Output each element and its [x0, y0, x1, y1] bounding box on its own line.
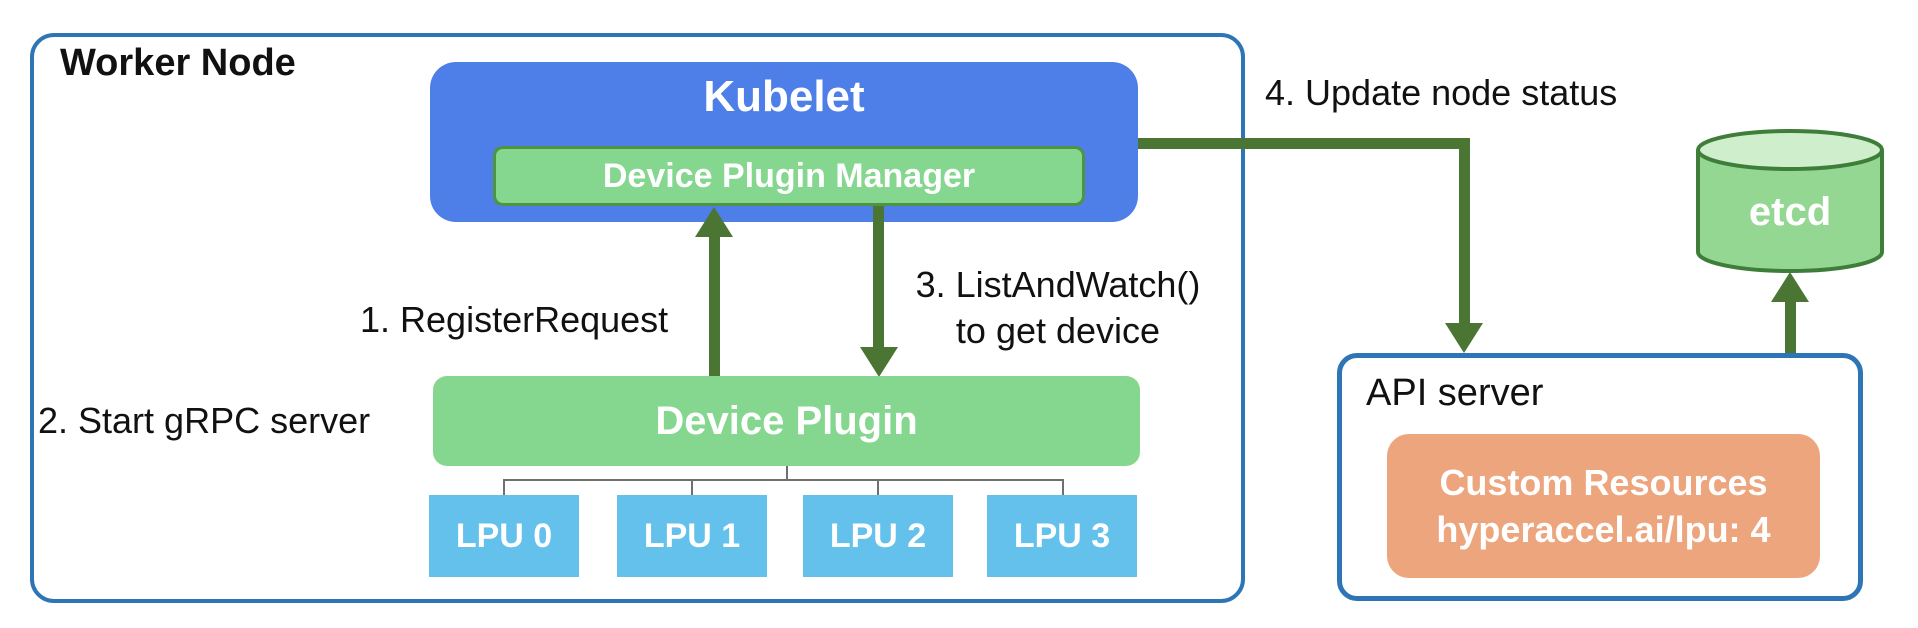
lpu-1-box: LPU 1 [617, 495, 767, 577]
etcd-arrow-head-icon [1771, 272, 1809, 302]
custom-resources-box: Custom Resources hyperaccel.ai/lpu: 4 [1387, 434, 1820, 578]
step-register-label: 1. RegisterRequest [360, 299, 669, 340]
connector-stub-lpu2 [877, 479, 879, 496]
listandwatch-arrow-shaft [873, 206, 884, 348]
etcd-label: etcd [1748, 190, 1832, 234]
api-server-title: API server [1366, 372, 1544, 414]
kubelet-box: Kubelet Device Plugin Manager [430, 62, 1138, 222]
worker-node-label: Worker Node [60, 42, 296, 84]
step-start-grpc-label: 2. Start gRPC server [38, 400, 371, 441]
lpu-2-box: LPU 2 [803, 495, 953, 577]
connector-stub-lpu3 [1062, 479, 1064, 496]
api-server-box: API server Custom Resources hyperaccel.a… [1337, 353, 1863, 601]
device-plugin-box: Device Plugin [433, 376, 1140, 466]
step-listandwatch-label: 3. ListAndWatch() to get device [893, 262, 1223, 354]
kubelet-title: Kubelet [703, 72, 865, 121]
connector-stub-lpu0 [503, 479, 505, 496]
connector-stub-lpu1 [691, 479, 693, 496]
lpu-3-box: LPU 3 [987, 495, 1137, 577]
update-status-arrow-hshaft [1138, 138, 1470, 149]
register-arrow-shaft [709, 235, 720, 376]
device-plugin-manager-box: Device Plugin Manager [493, 146, 1085, 206]
step-listandwatch-line2: to get device [955, 310, 1161, 351]
connector-trunk [786, 466, 788, 480]
etcd-arrow-shaft [1785, 300, 1796, 353]
custom-resources-line2: hyperaccel.ai/lpu: 4 [1436, 509, 1771, 550]
step-listandwatch-line1: 3. ListAndWatch() [915, 264, 1201, 305]
lpu-0-box: LPU 0 [429, 495, 579, 577]
custom-resources-line1: Custom Resources [1439, 462, 1768, 503]
etcd-cylinder: etcd [1690, 124, 1890, 280]
step-update-status-label: 4. Update node status [1265, 72, 1618, 113]
listandwatch-arrow-head-icon [860, 347, 898, 377]
register-arrow-head-icon [695, 207, 733, 237]
update-status-arrow-vshaft [1459, 138, 1470, 325]
update-status-arrow-head-icon [1445, 323, 1483, 353]
etcd-cylinder-icon [1696, 129, 1884, 273]
connector-bar [503, 479, 1064, 481]
